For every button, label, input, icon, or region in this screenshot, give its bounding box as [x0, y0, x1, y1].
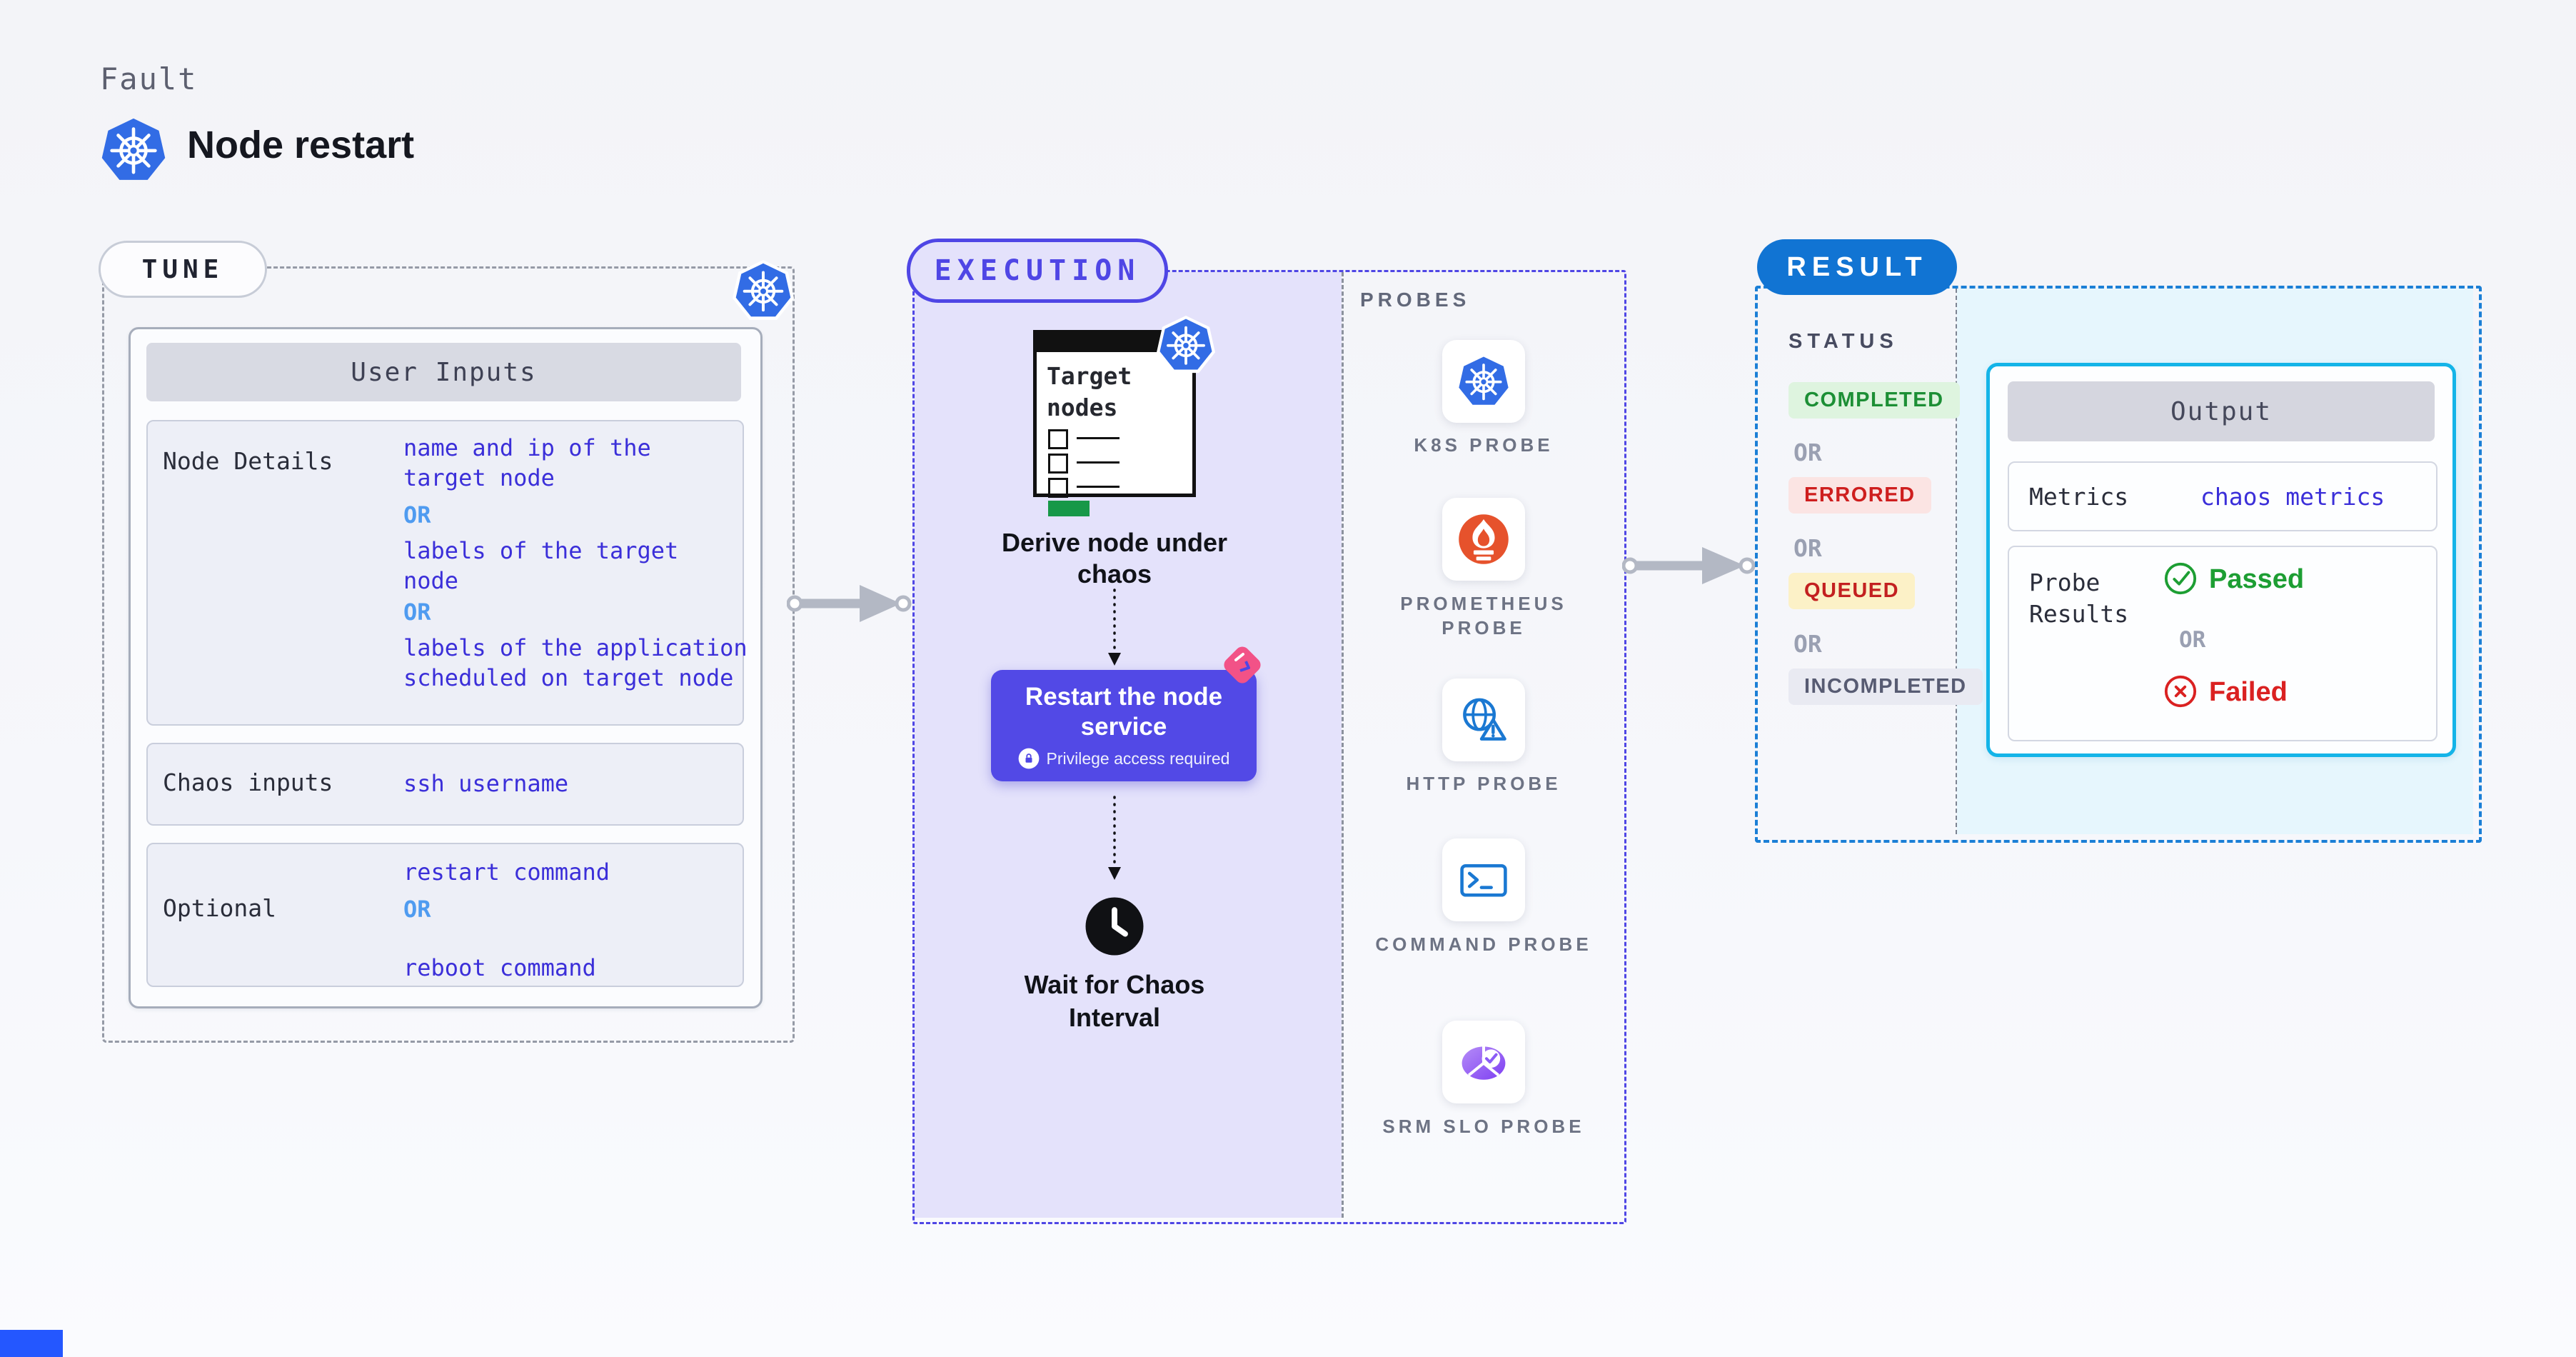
lock-icon [1017, 748, 1040, 769]
chaos-inputs-label: Chaos inputs [163, 768, 333, 796]
clipboard-title: Target nodes [1047, 362, 1132, 421]
execution-section-border [912, 270, 1626, 1224]
green-progress-bar [1048, 501, 1090, 516]
derive-node-label: Derive node under chaos [1001, 528, 1228, 589]
checkbox-row [1048, 454, 1068, 474]
input-row-chaos-inputs [146, 743, 744, 826]
probe-label: K8S PROBE [1414, 434, 1554, 456]
probe-label: HTTP PROBE [1406, 773, 1561, 794]
status-badge-completed: COMPLETED [1788, 382, 1960, 419]
execution-pill: EXECUTION [907, 239, 1168, 303]
metrics-label: Metrics [2029, 483, 2129, 511]
fault-eyebrow: Fault [100, 61, 198, 96]
probe-card-command [1442, 838, 1525, 921]
tune-pill: TUNE [99, 241, 267, 298]
chaos-ribbon-icon [1224, 646, 1261, 683]
result-pill-label: RESULT [1786, 251, 1928, 282]
kubernetes-icon [1458, 356, 1509, 406]
page-title: Node restart [187, 124, 415, 166]
connector-arrow-right [1622, 547, 1756, 584]
user-inputs-header: User Inputs [146, 343, 741, 401]
probes-heading: PROBES [1360, 289, 1471, 311]
connector-arrow-right [787, 585, 912, 622]
http-globe-warning-icon [1457, 693, 1510, 746]
optional-value-2: reboot command [403, 954, 596, 981]
result-section-border [1755, 286, 2482, 843]
or-separator: OR [1793, 630, 1822, 658]
node-details-label: Node Details [163, 447, 333, 475]
or-separator: OR [1793, 534, 1822, 562]
x-circle-icon [2164, 675, 2197, 708]
or-separator: OR [403, 599, 431, 626]
probe-label: COMMAND PROBE [1375, 933, 1592, 955]
execution-pill-label: EXECUTION [934, 254, 1141, 287]
status-divider [1956, 289, 1957, 834]
optional-value-1: restart command [403, 858, 610, 886]
input-row-optional [146, 843, 744, 987]
probe-card-k8s [1442, 340, 1525, 423]
checkbox-row [1048, 429, 1068, 449]
output-header: Output [2008, 381, 2435, 441]
clock-icon [1083, 895, 1146, 958]
probe-results-row [2008, 546, 2437, 741]
probe-results-label: Probe Results [2029, 569, 2129, 628]
or-separator: OR [403, 501, 431, 529]
probe-card-srm-slo [1442, 1021, 1525, 1103]
or-separator: OR [403, 896, 431, 923]
input-row-node-details [146, 420, 744, 726]
restart-title: Restart the node service [1025, 683, 1223, 741]
probe-label: PROMETHEUS PROBE [1400, 593, 1567, 639]
tune-section-border [102, 266, 795, 1043]
kubernetes-icon [733, 260, 794, 321]
status-badge-errored: ERRORED [1788, 477, 1931, 514]
probes-divider [1342, 272, 1344, 1218]
restart-node-service-card: Restart the node service Privilege acces… [991, 670, 1257, 781]
checkbox-row [1048, 478, 1068, 498]
user-inputs-title: User Inputs [351, 357, 537, 387]
status-badge-incompleted: INCOMPLETED [1788, 669, 1983, 705]
dotted-down-arrow [1108, 589, 1121, 666]
result-pill: RESULT [1757, 239, 1957, 295]
checkbox-line [1077, 437, 1120, 439]
checkbox-line [1077, 486, 1120, 488]
terminal-icon [1456, 853, 1511, 907]
node-details-value-2: labels of the target node [403, 537, 679, 594]
metrics-row [2008, 461, 2437, 531]
or-separator: OR [1793, 439, 1822, 466]
chaos-inputs-value: ssh username [403, 770, 569, 797]
privilege-note: Privilege access required [1046, 748, 1230, 768]
probe-card-http [1442, 678, 1525, 761]
slo-pie-check-icon [1460, 1044, 1507, 1081]
checkbox-line [1077, 461, 1120, 464]
bottom-left-accent-bar [0, 1330, 63, 1357]
status-heading: STATUS [1788, 330, 1898, 353]
node-details-value-1: name and ip of the target node [403, 434, 651, 491]
status-badge-queued: QUEUED [1788, 573, 1916, 609]
prometheus-icon [1459, 514, 1509, 564]
kubernetes-icon [1157, 316, 1215, 374]
dotted-down-arrow [1108, 796, 1121, 880]
probe-card-prometheus [1442, 498, 1525, 581]
failed-label: Failed [2209, 677, 2288, 707]
wait-interval-label: Wait for Chaos Interval [1024, 970, 1205, 1032]
passed-label: Passed [2209, 564, 2305, 594]
output-title: Output [2170, 396, 2273, 426]
metrics-value: chaos metrics [2200, 483, 2385, 511]
or-separator: OR [2179, 627, 2206, 653]
probe-label: SRM SLO PROBE [1382, 1116, 1585, 1137]
check-circle-icon [2164, 562, 2197, 595]
node-details-value-3: labels of the application scheduled on t… [403, 634, 748, 691]
optional-label: Optional [163, 894, 276, 922]
tune-pill-label: TUNE [141, 254, 224, 284]
kubernetes-icon [101, 117, 166, 183]
